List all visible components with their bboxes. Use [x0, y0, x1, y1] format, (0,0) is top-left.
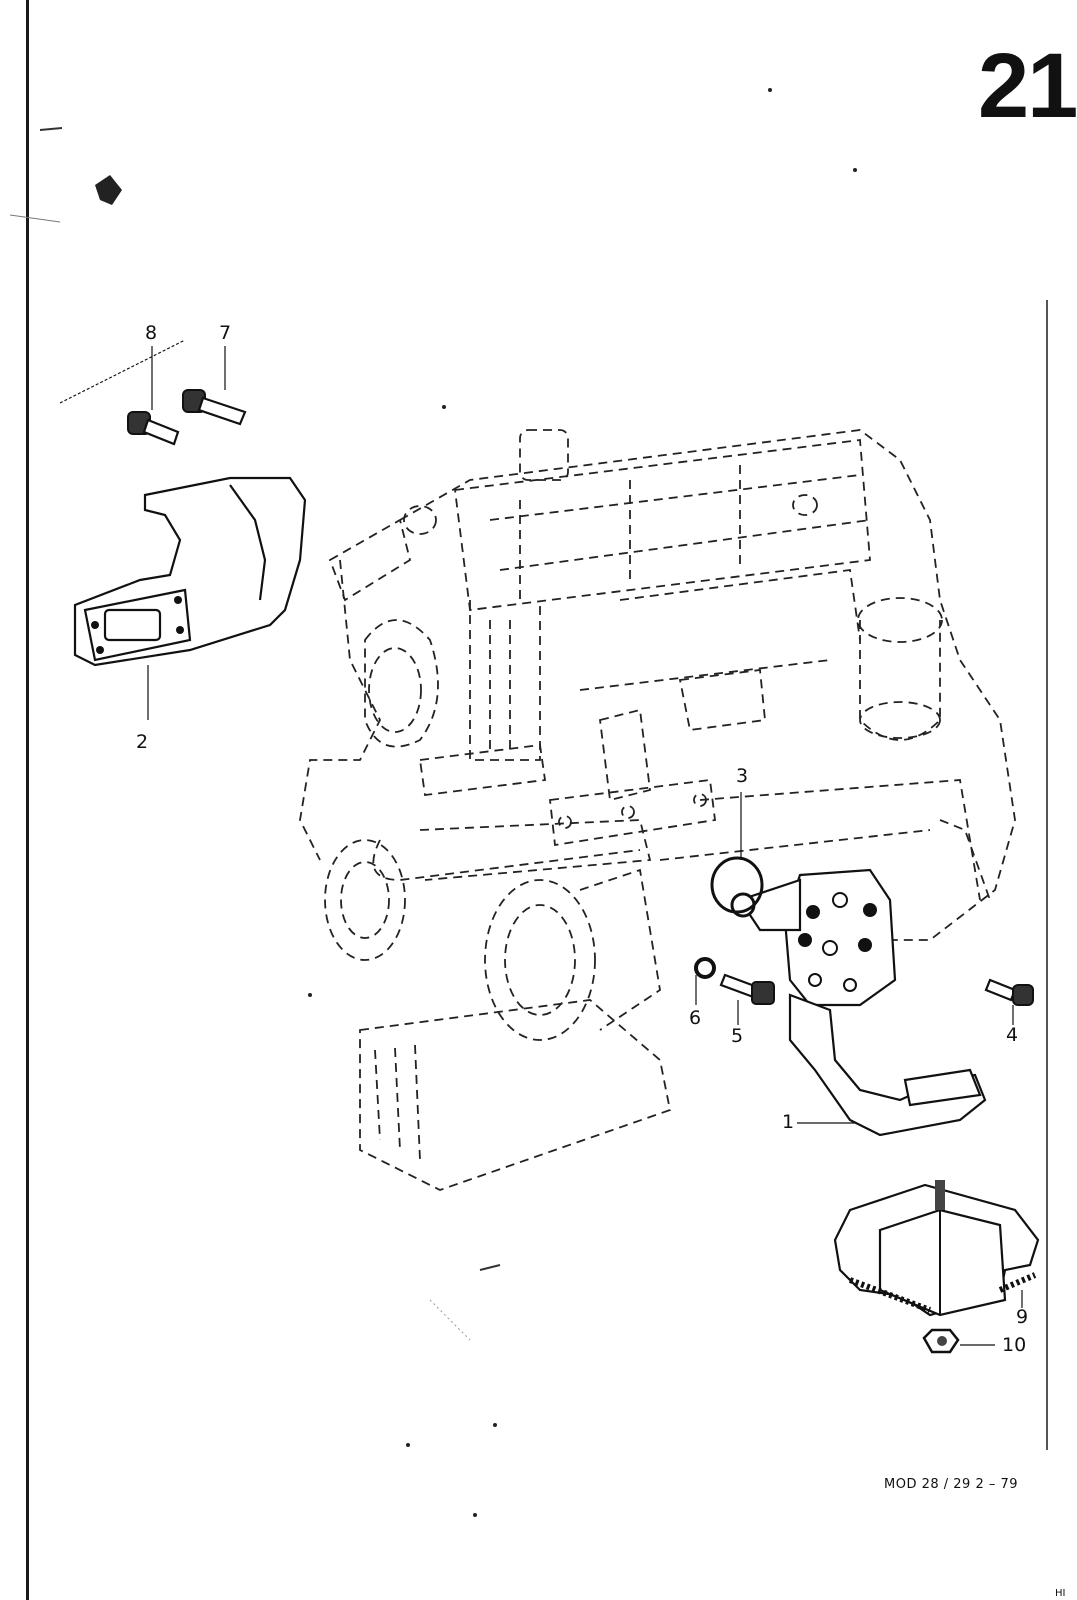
- part-10-nut: [922, 1328, 960, 1354]
- part-8-bolt: [127, 411, 180, 446]
- callout-2: 2: [136, 731, 149, 753]
- part-4-bolt: [984, 978, 1034, 1006]
- callout-5: 5: [731, 1025, 744, 1047]
- part-7-bolt: [182, 389, 247, 426]
- part-1-support-arm: [730, 868, 987, 1137]
- part-6-washer: [694, 957, 716, 979]
- leader-lines: [59, 339, 1023, 1346]
- scan-smudge: [9, 127, 122, 223]
- callout-7: 7: [219, 322, 232, 344]
- part-9-rubber-mount: [833, 1180, 1040, 1317]
- part-5-bolt: [719, 973, 775, 1005]
- engine-outline: [299, 429, 1016, 1191]
- part-2-bracket: [73, 476, 307, 667]
- part-3-clamp-ring: [710, 856, 764, 914]
- model-date-code: MOD 28 / 29 2 – 79: [884, 1477, 1019, 1492]
- page-number: 21: [978, 35, 1077, 137]
- callout-8: 8: [145, 322, 158, 344]
- callout-4: 4: [1006, 1024, 1019, 1046]
- right-margin-rule: [1046, 300, 1048, 1450]
- callout-1: 1: [782, 1111, 795, 1133]
- callout-9: 9: [1016, 1306, 1029, 1328]
- callout-3: 3: [736, 765, 749, 787]
- scan-specks: [308, 88, 857, 1517]
- callout-10: 10: [1002, 1334, 1027, 1356]
- corner-mark: HI: [1055, 1588, 1066, 1599]
- callout-6: 6: [689, 1007, 702, 1029]
- binding-edge: [26, 0, 29, 1600]
